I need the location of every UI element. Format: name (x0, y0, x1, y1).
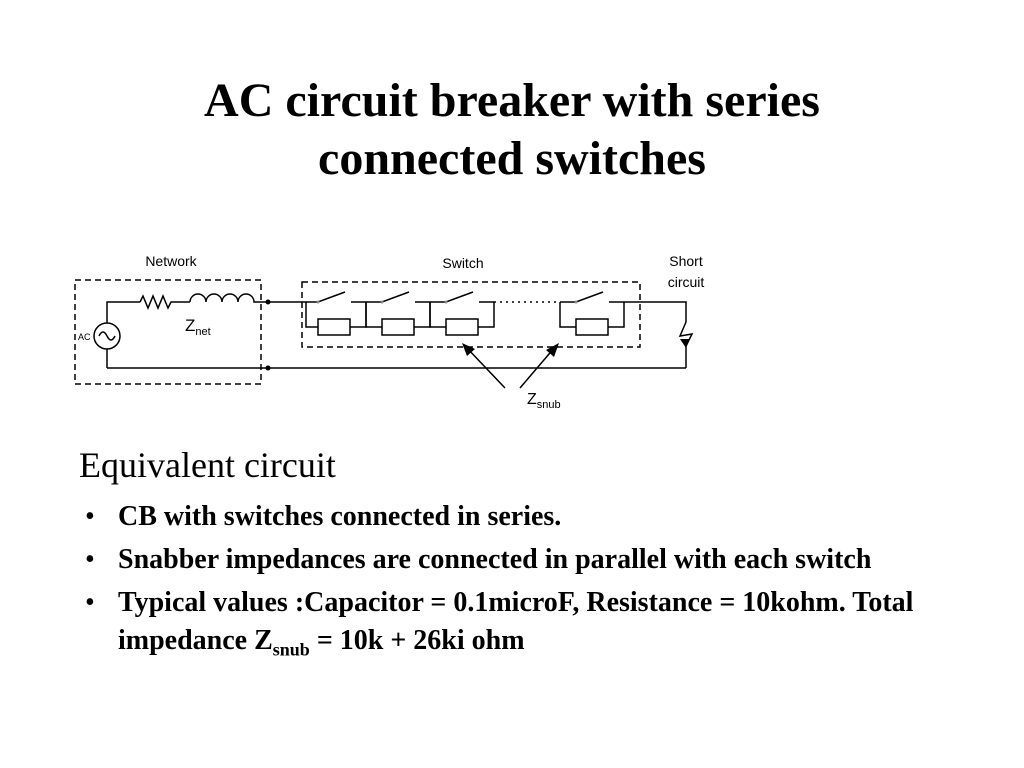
source-wire (106, 301, 140, 368)
bullet-text-2: Snabber impedances are connected in para… (118, 544, 872, 575)
network-label: Network (145, 253, 197, 269)
zsnub-arrow-right (519, 346, 556, 389)
bullet-text-3a: Typical values :Capacitor = 0.1microF, R… (118, 587, 914, 656)
snubber-3 (445, 318, 479, 336)
zsnub-arrowhead-right (546, 343, 559, 357)
bullet-item-2: • Snabber impedances are connected in pa… (80, 541, 920, 579)
short-circuit-label-2: circuit (668, 274, 705, 290)
snubber-1 (317, 318, 351, 336)
output-wire (624, 301, 687, 368)
network-inductor (189, 293, 268, 303)
equivalent-circuit-heading: Equivalent circuit (79, 445, 336, 485)
zsnub-arrowhead-left (462, 343, 475, 356)
short-arrowhead (680, 339, 690, 348)
bullet-marker: • (85, 587, 95, 618)
circuit-diagram: Network Switch Short circuit AC Znet Zsn… (74, 253, 705, 411)
bullet-text-1: CB with switches connected in series. (118, 501, 562, 532)
ac-label: AC (78, 332, 91, 342)
znet-label: Znet (185, 316, 211, 338)
switch-cell-3 (429, 291, 495, 328)
network-resistor (139, 294, 190, 310)
bullet-marker: • (85, 501, 95, 532)
bullet-text-3-sub: snub (272, 639, 310, 660)
switch-cell-2 (365, 291, 431, 328)
bullet-text-3b: = 10k + 26ki ohm (309, 625, 525, 656)
switch-cell-4 (559, 291, 625, 328)
bullet-item-3: • Typical values :Capacitor = 0.1microF,… (80, 584, 920, 660)
short-circuit-label-1: Short (669, 253, 703, 269)
bullet-marker: • (85, 544, 95, 575)
snubber-4 (575, 318, 609, 336)
snubber-2 (381, 318, 415, 336)
switch-box (301, 281, 641, 348)
switch-label: Switch (442, 255, 483, 271)
bullet-list: • CB with switches connected in series. … (80, 498, 920, 665)
junction-dot-top (265, 299, 271, 305)
bullet-item-1: • CB with switches connected in series. (80, 498, 920, 536)
junction-dot-bottom (265, 365, 271, 371)
title-line-2: connected switches (318, 132, 706, 185)
zsnub-arrow-left (465, 346, 506, 389)
switch-cell-1 (305, 291, 367, 328)
zsnub-label: Zsnub (527, 391, 561, 411)
network-box (74, 279, 262, 385)
title-line-1: AC circuit breaker with series (204, 74, 820, 127)
ac-wave (98, 331, 116, 341)
slide-title: AC circuit breaker with series connected… (0, 72, 1024, 188)
